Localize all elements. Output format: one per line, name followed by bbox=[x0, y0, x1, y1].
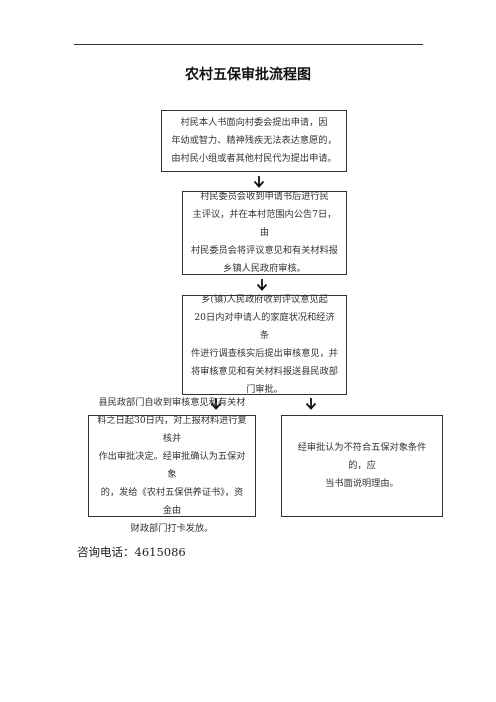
step-line: 财政部门打卡发放。 bbox=[130, 523, 214, 534]
step-line: 将审核意见和有关材料报送县民政部 bbox=[191, 366, 338, 377]
step-line: 料之日起30日内，对上报材料进行复核并 bbox=[97, 415, 247, 444]
step-line: 由村民小组或者其他村民代为提出申请。 bbox=[171, 153, 337, 164]
step-county-approval: 县民政部门自收到审核意见和有关材 料之日起30日内，对上报材料进行复核并 作出审… bbox=[88, 397, 256, 534]
top-rule bbox=[74, 44, 423, 45]
step-line: 村民本人书面向村委会提出申请，因 bbox=[180, 117, 328, 128]
step-line: 村民委员会收到申请书后进行民 bbox=[200, 191, 329, 202]
step-line: 村民委员会将评议意见和有关材料报 bbox=[191, 245, 338, 256]
step-line: 件进行调查核实后提出审核意见，并 bbox=[191, 348, 338, 359]
arrow-down-icon bbox=[305, 398, 317, 410]
step-village-application: 村民本人书面向村委会提出申请，因 年幼或智力、精神残疾无法表达意愿的， 由村民小… bbox=[161, 110, 347, 172]
contact-phone: 咨询电话：4615086 bbox=[77, 545, 186, 559]
step-line: 乡镇人民政府审核。 bbox=[223, 263, 306, 274]
step-line: 乡(镇)人民政府收到评议意见起 bbox=[201, 294, 328, 305]
step-line: 的，发给《农村五保供养证书》，资金由 bbox=[100, 487, 244, 516]
step-village-committee-review: 村民委员会收到申请书后进行民 主评议，并在本村范围内公告7日，由 村民委员会将评… bbox=[182, 191, 347, 275]
arrow-down-icon bbox=[253, 176, 265, 188]
step-line: 主评议，并在本村范围内公告7日，由 bbox=[192, 209, 337, 238]
step-township-review: 乡(镇)人民政府收到评议意见起 20日内对申请人的家庭状况和经济条 件进行调查核… bbox=[182, 294, 347, 395]
step-line: 作出审批决定。经审批确认为五保对象 bbox=[98, 451, 246, 480]
step-line: 20日内对申请人的家庭状况和经济条 bbox=[194, 312, 335, 341]
arrow-down-icon bbox=[210, 398, 222, 410]
step-line: 当书面说明理由。 bbox=[325, 478, 399, 489]
step-line: 门审批。 bbox=[246, 384, 283, 395]
page-title: 农村五保审批流程图 bbox=[185, 67, 311, 83]
arrow-down-icon bbox=[256, 279, 268, 291]
step-rejection-notice: 经审批认为不符合五保对象条件的，应 当书面说明理由。 bbox=[281, 415, 443, 517]
step-line: 年幼或智力、精神残疾无法表达意愿的， bbox=[171, 135, 337, 146]
step-line: 县民政部门自收到审核意见和有关材 bbox=[98, 397, 246, 408]
step-line: 经审批认为不符合五保对象条件的，应 bbox=[297, 442, 427, 471]
